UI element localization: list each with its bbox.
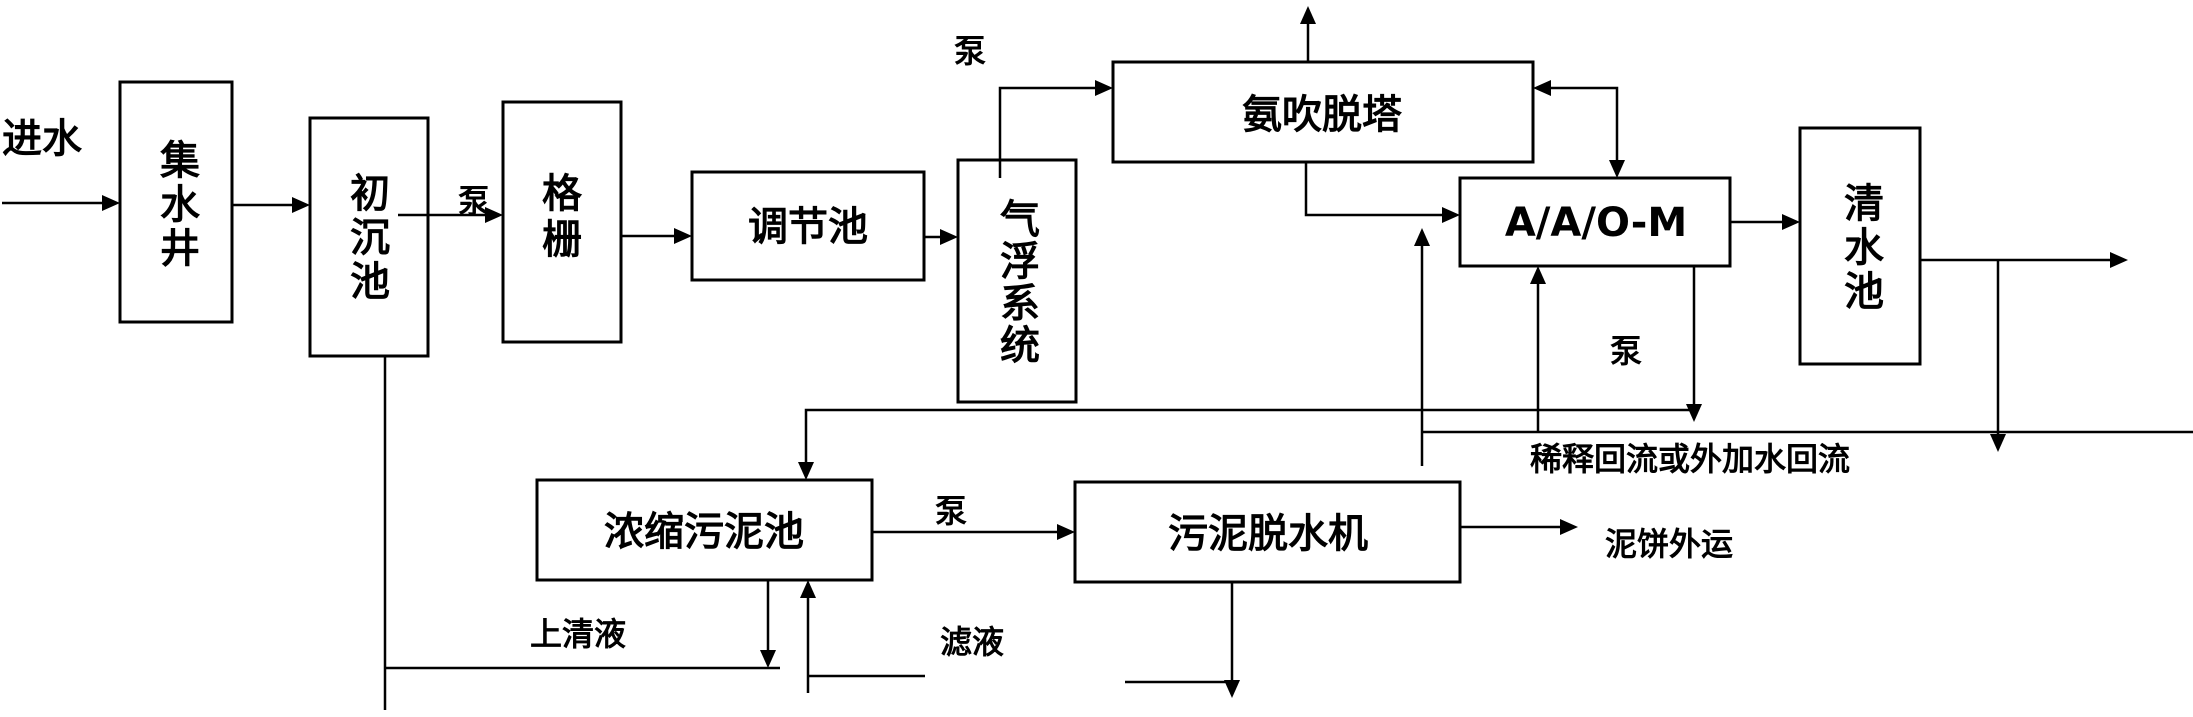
flow-sludge-return bbox=[804, 408, 1694, 464]
screen-label: 格栅 bbox=[535, 172, 582, 264]
sludge-dewaterer-label: 污泥脱水机 bbox=[1168, 511, 1368, 557]
arrowhead bbox=[940, 229, 958, 245]
clear-water-tank-box bbox=[1798, 126, 1922, 366]
filtrate-label: 滤液 bbox=[940, 623, 1004, 661]
arrowhead bbox=[798, 462, 814, 480]
arrowhead bbox=[1442, 207, 1460, 223]
collect-well-box bbox=[118, 80, 234, 324]
ammonia-stripper-box bbox=[1111, 60, 1535, 164]
arrowhead bbox=[292, 197, 310, 213]
aao-m-box bbox=[1458, 176, 1732, 268]
arrowhead bbox=[1782, 214, 1800, 230]
arrowhead bbox=[760, 650, 776, 668]
sludge-thickener-label: 浓缩污泥池 bbox=[604, 509, 804, 555]
arrowhead bbox=[2110, 252, 2128, 268]
equalization-tank-box bbox=[690, 170, 926, 282]
pump-label-sludge: 泵 bbox=[935, 492, 967, 530]
arrowhead bbox=[1560, 519, 1578, 535]
arrowhead bbox=[1224, 680, 1240, 698]
flow-flotation-stripper bbox=[998, 86, 1097, 178]
supernatant-label: 上清液 bbox=[530, 615, 626, 653]
flow-stripper-aao-loop bbox=[1549, 86, 1619, 162]
recycle-label: 稀释回流或外加水回流 bbox=[1530, 440, 1850, 478]
air-flotation-label: 气浮系统 bbox=[993, 198, 1040, 366]
arrowhead bbox=[1533, 80, 1551, 96]
cake-out-label: 泥饼外运 bbox=[1605, 525, 1733, 563]
arrowhead bbox=[102, 195, 120, 211]
arrowhead bbox=[1530, 266, 1546, 284]
air-flotation-box bbox=[956, 158, 1078, 404]
equalization-tank-label: 调节池 bbox=[748, 204, 868, 250]
arrowhead bbox=[485, 207, 503, 223]
screen-box bbox=[501, 100, 623, 344]
arrowhead bbox=[1414, 228, 1430, 246]
pump-label-screen: 泵 bbox=[458, 182, 490, 220]
collect-well-label: 集水井 bbox=[153, 139, 201, 271]
clear-water-tank-label: 清水池 bbox=[1837, 182, 1884, 314]
primary-clarifier-label: 初沉池 bbox=[343, 172, 390, 304]
sludge-thickener-box bbox=[535, 478, 874, 582]
pump-label-stripper: 泵 bbox=[954, 32, 986, 70]
arrowhead bbox=[1990, 434, 2006, 452]
inlet-label: 进水 bbox=[2, 116, 83, 162]
arrowhead bbox=[674, 228, 692, 244]
pump-label-recycle: 泵 bbox=[1610, 332, 1642, 370]
primary-clarifier-box bbox=[308, 116, 430, 358]
arrowhead bbox=[1057, 524, 1075, 540]
flow-stripper-aao bbox=[1304, 162, 1444, 217]
ammonia-stripper-label: 氨吹脱塔 bbox=[1242, 92, 1403, 138]
arrowhead bbox=[1095, 80, 1113, 96]
sludge-dewaterer-box bbox=[1073, 480, 1462, 584]
arrowhead bbox=[800, 580, 816, 598]
arrowhead bbox=[1300, 6, 1316, 24]
aao-m-label: A/A/O-M bbox=[1505, 200, 1687, 246]
arrowhead bbox=[1686, 404, 1702, 422]
arrowhead bbox=[1609, 160, 1625, 178]
